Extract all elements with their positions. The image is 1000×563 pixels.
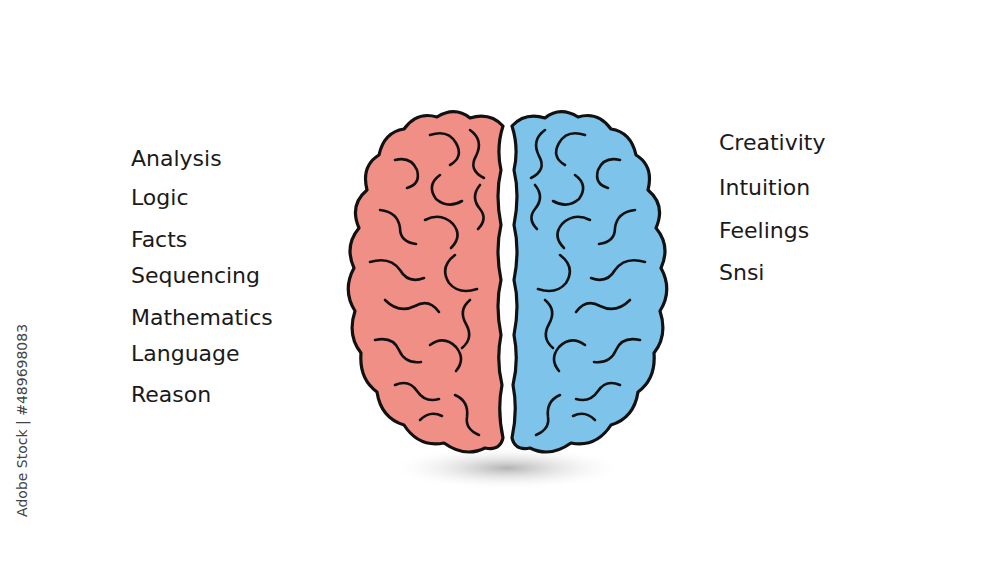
right-brain-trait: Snsi [719,260,764,286]
left-brain-trait: Language [131,341,240,367]
drop-shadow [387,446,627,490]
left-brain-trait: Analysis [131,146,222,172]
left-hemisphere [348,112,503,452]
watermark: Adobe Stock | #489698083 [14,323,31,516]
left-brain-trait: Reason [131,382,211,408]
right-brain-trait: Intuition [719,175,810,201]
left-brain-trait: Logic [131,185,189,211]
right-brain-trait: Creativity [719,130,825,156]
right-hemisphere [512,112,667,452]
left-brain-trait: Sequencing [131,263,260,289]
right-brain-trait: Feelings [719,218,809,244]
left-brain-trait: Mathematics [131,305,273,331]
left-brain-trait: Facts [131,227,187,253]
